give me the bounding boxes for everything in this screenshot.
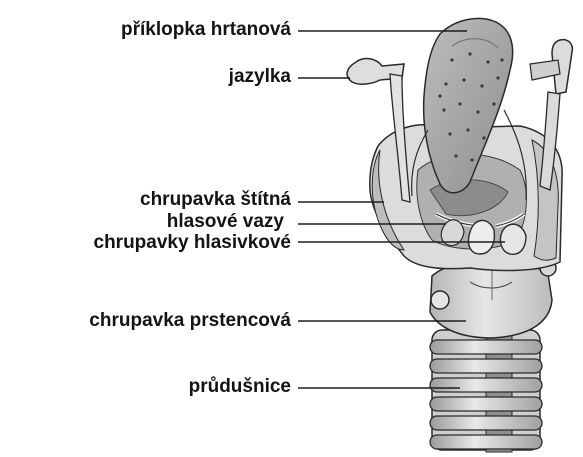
epiglottis-gland-dot <box>476 110 479 113</box>
trachea-ring <box>430 435 542 449</box>
trachea-ring <box>430 397 542 411</box>
label-trachea: průdušnice <box>189 376 291 398</box>
label-arytenoid-cartilages: chrupavky hlasivkové <box>94 232 292 254</box>
label-cricoid-cartilage: chrupavka prstencová <box>89 310 291 332</box>
trachea-ring <box>430 340 542 354</box>
epiglottis-gland-dot <box>458 102 461 105</box>
epiglottis-gland-dot <box>444 82 447 85</box>
trachea-shape <box>430 328 542 452</box>
trachea-ring <box>430 416 542 430</box>
epiglottis-gland-dot <box>482 136 485 139</box>
epiglottis-gland-dot <box>466 128 469 131</box>
epiglottis-gland-dot <box>468 52 471 55</box>
epiglottis-gland-dot <box>442 108 445 111</box>
trachea-ring <box>430 359 542 373</box>
epiglottis-gland-dot <box>462 78 465 81</box>
label-hyoid: jazylka <box>229 66 291 88</box>
epiglottis-gland-dot <box>470 158 473 161</box>
epiglottis-gland-dot <box>500 58 503 61</box>
epiglottis-gland-dot <box>480 84 483 87</box>
epiglottis-gland-dot <box>448 132 451 135</box>
label-thyroid-cartilage: chrupavka štítná <box>140 189 291 211</box>
epiglottis-gland-dot <box>492 102 495 105</box>
epiglottis-gland-dot <box>454 154 457 157</box>
label-vocal-cords: hlasové vazy <box>167 211 284 233</box>
epiglottis-gland-dot <box>496 76 499 79</box>
trachea-ring <box>430 378 542 392</box>
epiglottis-gland-dot <box>438 94 441 97</box>
label-epiglottis: příklopka hrtanová <box>121 19 291 41</box>
epiglottis-gland-dot <box>450 58 453 61</box>
epiglottis-gland-dot <box>486 60 489 63</box>
